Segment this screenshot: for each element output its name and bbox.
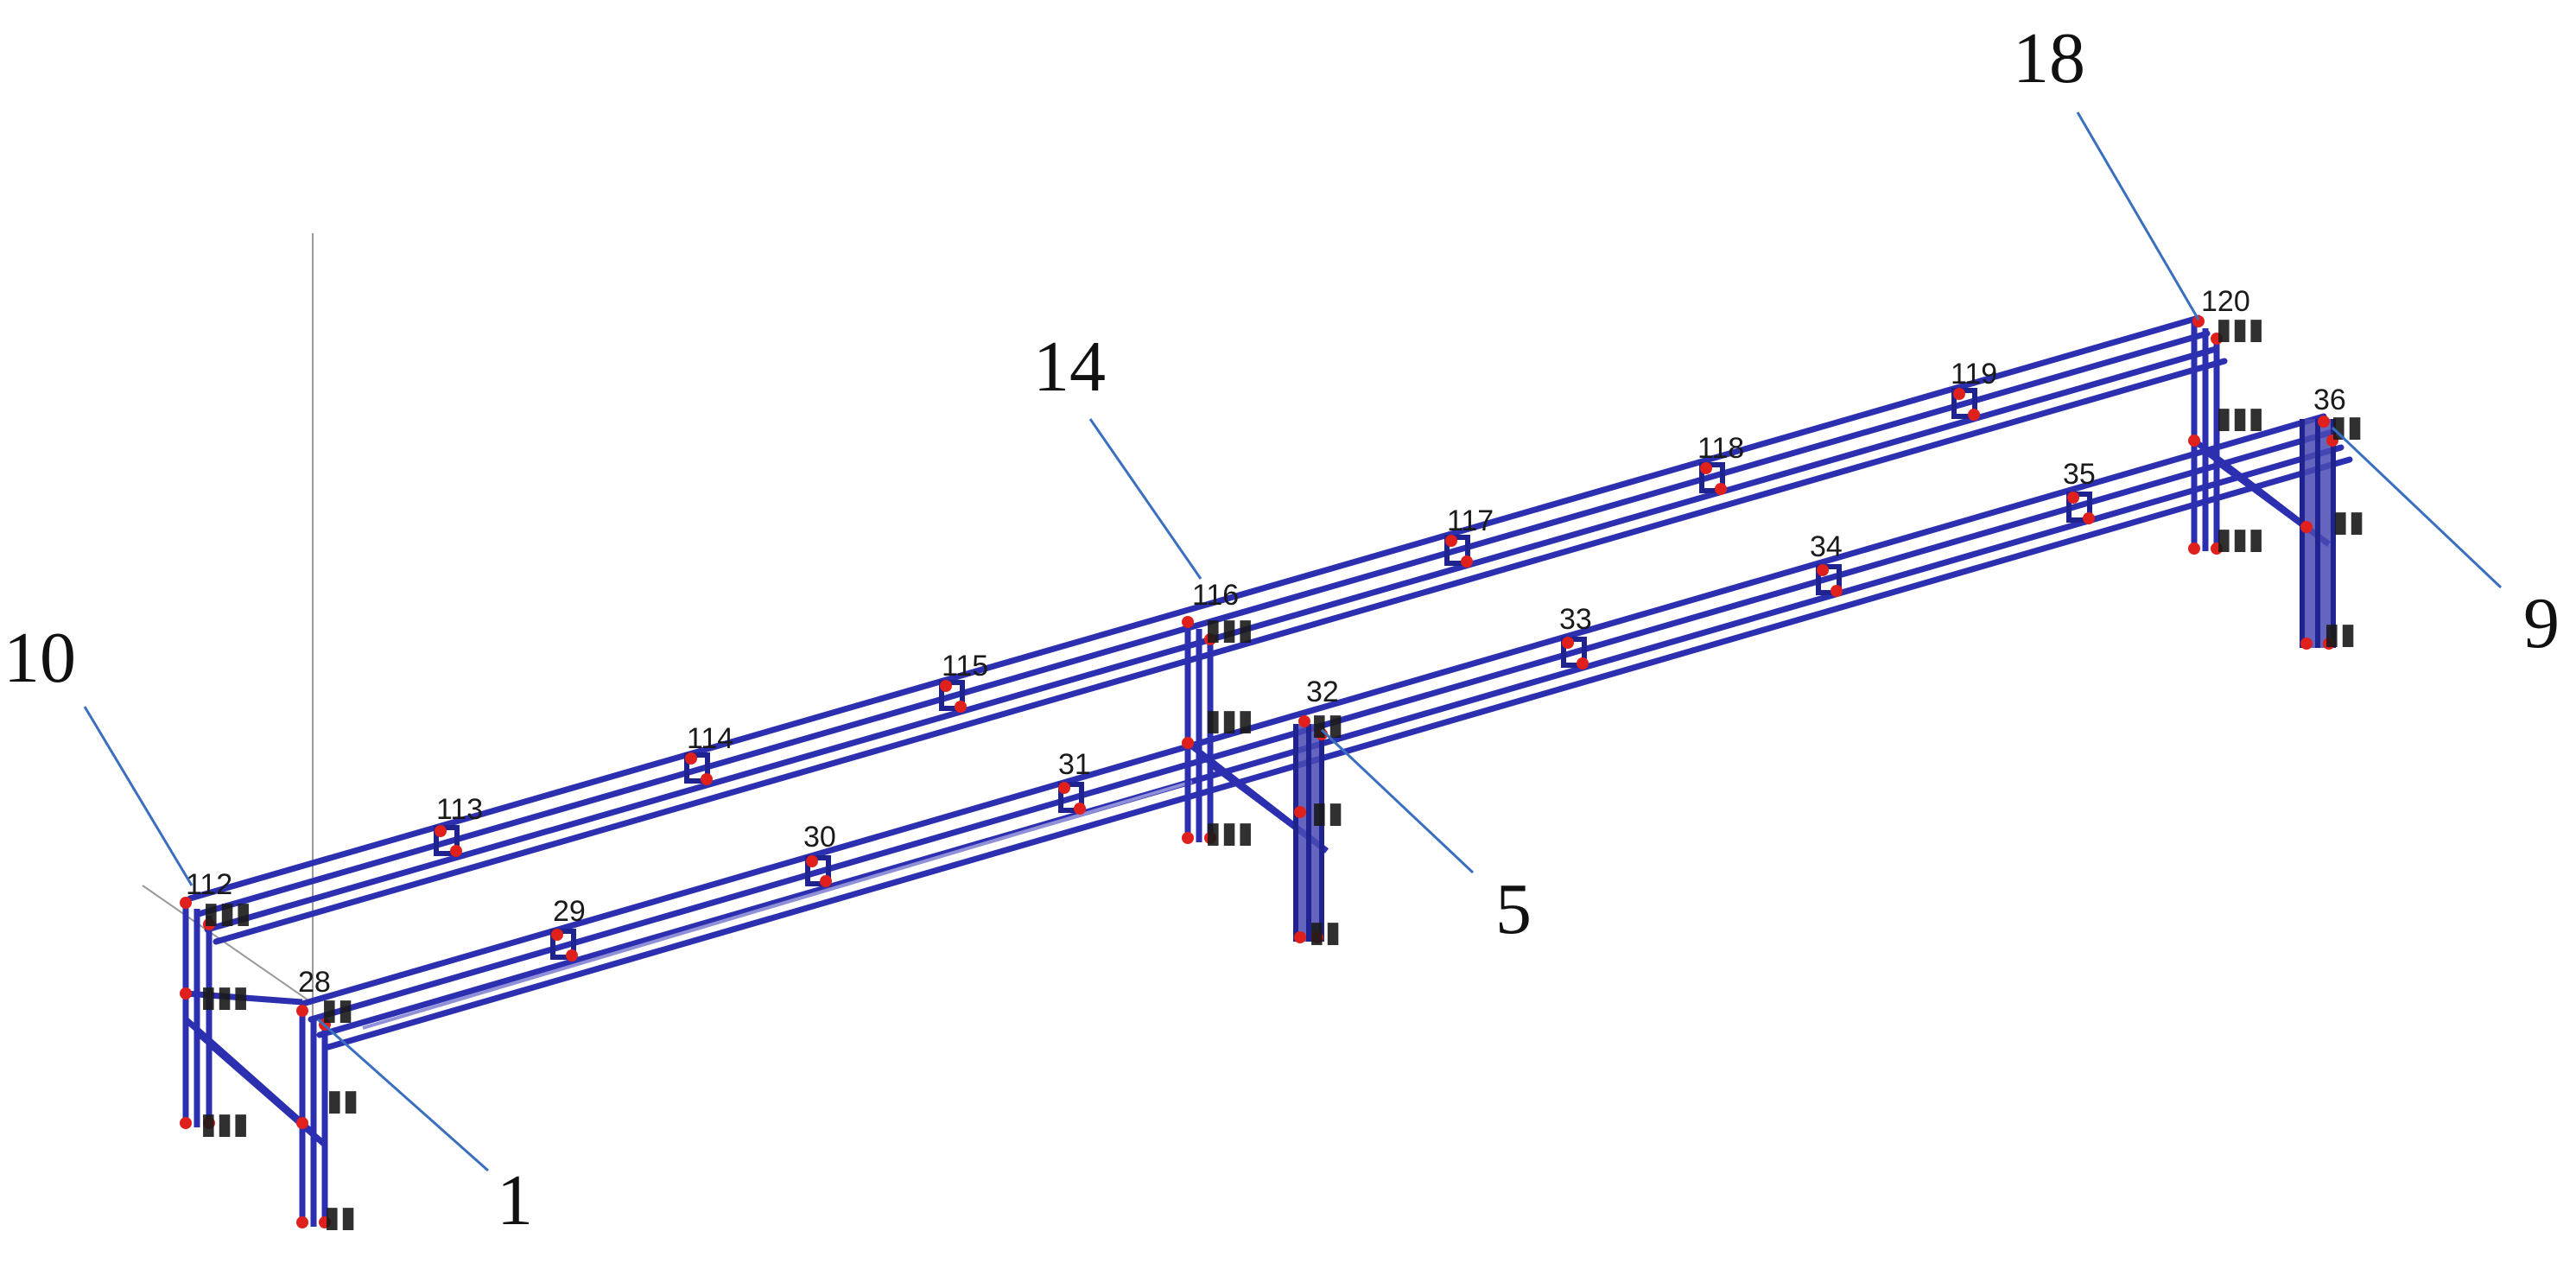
node-label-29: 29 [553, 895, 586, 928]
leader-line-5 [1320, 728, 1475, 874]
node-label-31: 31 [1058, 748, 1091, 781]
callout-label-18: 18 [2013, 18, 2085, 98]
svg-text:▮▮▮: ▮▮▮ [200, 1108, 249, 1140]
node-label-112: 112 [186, 868, 232, 901]
leader-line-1 [317, 1018, 489, 1172]
node-label-115: 115 [942, 650, 988, 682]
svg-text:▮▮▮: ▮▮▮ [200, 981, 249, 1013]
node-label-114: 114 [687, 722, 733, 755]
callout-label-9: 9 [2523, 583, 2560, 663]
node-label-116: 116 [1192, 579, 1239, 612]
svg-text:▮▮: ▮▮ [1311, 797, 1343, 829]
node-label-36: 36 [2313, 384, 2346, 416]
leader-line-14 [1088, 418, 1202, 580]
bracing-line [362, 780, 1193, 1030]
svg-text:▮▮▮: ▮▮▮ [203, 897, 251, 930]
overlapping-node-labels: ▮▮▮ ▮▮▮ ▮▮▮ ▮▮ ▮▮ ▮▮ ▮▮▮ ▮▮▮ ▮▮▮ ▮▮ ▮▮ ▮… [200, 313, 2364, 1234]
svg-text:▮▮▮: ▮▮▮ [2216, 313, 2264, 346]
callout-label-1: 1 [497, 1160, 533, 1241]
node-label-119: 119 [1951, 358, 1997, 390]
leader-line-18 [2076, 111, 2200, 321]
callout-label-10: 10 [3, 618, 76, 698]
node-label-117: 117 [1447, 505, 1494, 537]
node-label-32: 32 [1306, 676, 1339, 708]
middle-post-lines [1293, 724, 1324, 942]
node-label-35: 35 [2063, 458, 2096, 491]
svg-text:▮▮▮: ▮▮▮ [2216, 523, 2264, 555]
node-label-30: 30 [803, 821, 836, 854]
node-label-113: 113 [436, 793, 483, 826]
svg-text:▮▮: ▮▮ [327, 1084, 358, 1117]
cross-frames [434, 388, 2092, 960]
diagonal-guide-line [142, 885, 312, 1003]
svg-text:▮▮: ▮▮ [2324, 618, 2356, 651]
svg-text:▮▮: ▮▮ [2331, 410, 2363, 443]
node-label-120: 120 [2201, 285, 2250, 318]
right-post-lines [2300, 419, 2336, 648]
leader-line-9 [2331, 426, 2503, 589]
callout-label-5: 5 [1495, 869, 1532, 949]
svg-text:▮▮: ▮▮ [1309, 916, 1341, 949]
node-markers [180, 315, 2338, 1228]
leader-line-10 [83, 706, 194, 886]
left-support [182, 903, 328, 1227]
svg-text:▮▮▮: ▮▮▮ [1205, 704, 1253, 737]
svg-text:▮▮▮: ▮▮▮ [2216, 402, 2264, 435]
svg-text:▮▮: ▮▮ [2332, 505, 2364, 538]
node-label-33: 33 [1559, 603, 1592, 636]
callout-label-14: 14 [1033, 327, 1106, 407]
svg-text:▮▮: ▮▮ [321, 993, 353, 1026]
svg-text:▮▮: ▮▮ [324, 1201, 356, 1234]
node-label-118: 118 [1697, 432, 1744, 465]
node-label-34: 34 [1810, 530, 1843, 563]
svg-text:▮▮▮: ▮▮▮ [1205, 816, 1253, 849]
node-label-28: 28 [298, 966, 331, 999]
callout-leaders [83, 111, 2503, 1172]
svg-text:▮▮▮: ▮▮▮ [1205, 613, 1253, 646]
front-rail [299, 413, 2353, 1050]
